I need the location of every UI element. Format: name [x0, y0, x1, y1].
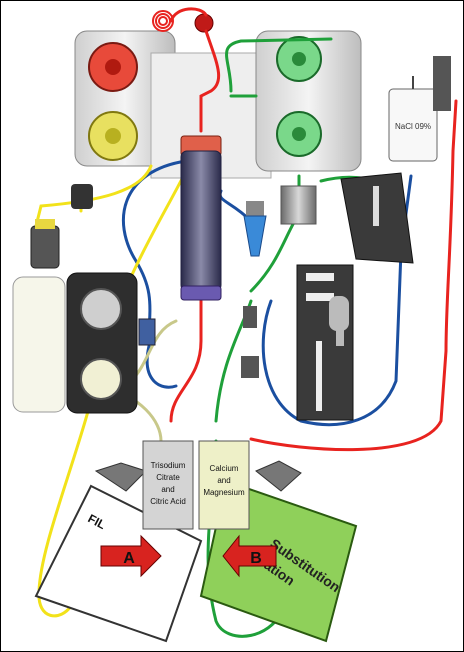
hemofilter	[180, 135, 222, 301]
effluent-bag	[12, 276, 66, 413]
calcium-label-2: and	[217, 476, 230, 485]
calcium-label-3: Magnesium	[203, 488, 245, 497]
calcium-pump-rotor	[80, 358, 122, 400]
clamp-icon	[241, 356, 259, 378]
arrow-a: A	[100, 534, 162, 578]
scale-column	[296, 264, 354, 421]
citrate-pump-housing	[66, 272, 138, 414]
nacl-label: NaCl 09%	[395, 122, 431, 131]
citrate-bag: Trisodium Citrate and Citric Acid	[142, 440, 194, 530]
citrate-label-3: and	[161, 485, 174, 494]
citrate-label-4: Citric Acid	[150, 497, 186, 506]
calcium-bag: Calcium and Magnesium	[198, 440, 250, 530]
pressure-sensor-icon	[194, 13, 214, 33]
blood-pump-housing	[74, 30, 176, 167]
arrow-b-label: B	[250, 550, 262, 567]
bottle-icon	[30, 225, 60, 269]
air-detector	[280, 185, 317, 225]
clamp-icon	[138, 318, 156, 346]
citrate-label-1: Trisodium	[151, 461, 186, 470]
citrate-pump-rotor	[80, 288, 122, 330]
connector-icon	[71, 184, 93, 209]
drip-chamber	[243, 201, 267, 257]
dialysate-pump-housing	[255, 30, 362, 172]
clamp-icon	[243, 306, 257, 328]
arrow-b: B	[222, 534, 277, 578]
citrate-label-2: Citrate	[156, 473, 180, 482]
calcium-label-1: Calcium	[210, 464, 239, 473]
nacl-bag: NaCl 09%	[388, 56, 451, 162]
arrow-a-label: A	[123, 550, 135, 567]
